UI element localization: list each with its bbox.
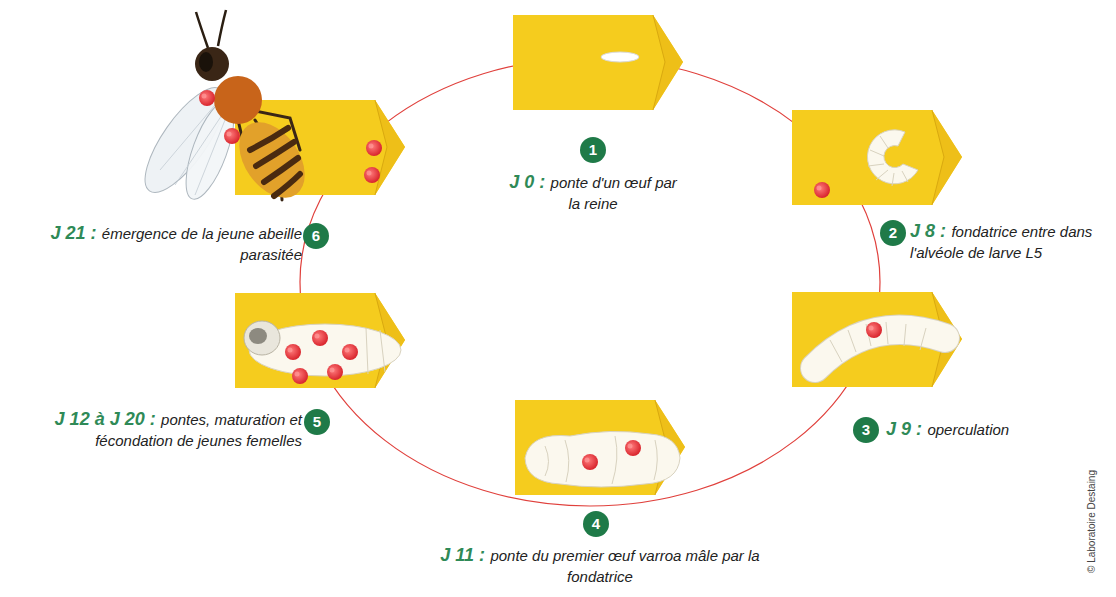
varroa-mite	[292, 368, 308, 384]
step-description: operculation	[927, 421, 1009, 438]
varroa-mite	[866, 322, 882, 338]
watermark: © Laboratoire Destaing	[1086, 470, 1097, 573]
brood-cell	[513, 15, 683, 110]
step-number-circle: 1J 0 :ponte d'un œuf par la reine	[580, 137, 606, 163]
varroa-mite	[285, 344, 301, 360]
varroa-mite	[224, 128, 240, 144]
brood-cell	[792, 110, 962, 205]
varroa-mite	[199, 90, 215, 106]
step-number-circle: 2J 8 :fondatrice entre dans l'alvéole de…	[880, 220, 906, 246]
day-label: J 0 :	[509, 172, 545, 192]
egg	[601, 52, 639, 62]
step-caption: J 11 :ponte du premier œuf varroa mâle p…	[440, 545, 760, 587]
step-number: 5	[304, 409, 330, 435]
step-number-circle: 4J 11 :ponte du premier œuf varroa mâle …	[583, 511, 609, 537]
step-caption: J 9 : operculation	[886, 419, 1096, 440]
brood-cell	[792, 292, 962, 387]
pupa	[244, 321, 401, 376]
step-number: 6	[303, 223, 329, 249]
step-caption: J 21 : émergence de la jeune abeille para…	[40, 223, 302, 265]
prepupa	[525, 431, 680, 487]
step-number: 2	[880, 220, 906, 246]
step-number: 4	[583, 511, 609, 537]
step-number: 1	[580, 137, 606, 163]
step-description: ponte d'un œuf par la reine	[551, 174, 677, 212]
day-label: J 8 :	[910, 221, 946, 241]
step-description: émergence de la jeune abeille parasitée	[102, 225, 302, 263]
varroa-mite	[312, 330, 328, 346]
step-number-circle: 3J 9 :operculation	[853, 417, 879, 443]
brood-cell	[515, 400, 685, 495]
varroa-mite	[814, 182, 830, 198]
larva	[815, 322, 945, 368]
step-caption: J 0 : ponte d'un œuf par la reine	[508, 172, 678, 214]
varroa-mite	[366, 140, 382, 156]
varroa-mite	[327, 364, 343, 380]
honeybee	[131, 10, 318, 210]
step-caption: J 8 :fondatrice entre dans l'alvéole de …	[910, 221, 1110, 263]
varroa-mite	[625, 440, 641, 456]
brood-cell	[235, 293, 405, 388]
step-number-circle: 6J 21 :émergence de la jeune abeille par…	[303, 223, 329, 249]
day-label: J 9 :	[886, 419, 922, 439]
step-number: 3	[853, 417, 879, 443]
day-label: J 12 à J 20 :	[55, 409, 156, 429]
larva	[867, 130, 918, 186]
varroa-mite	[364, 167, 380, 183]
step-description: ponte du premier œuf varroa mâle par la …	[490, 547, 759, 585]
step-number-circle: 5J 12 à J 20 :pontes, maturation et féco…	[304, 409, 330, 435]
varroa-mite	[582, 454, 598, 470]
varroa-mite	[342, 344, 358, 360]
day-label: J 21 :	[50, 223, 96, 243]
step-caption: J 12 à J 20 :pontes, maturation et fécon…	[20, 409, 302, 451]
day-label: J 11 :	[440, 545, 485, 565]
